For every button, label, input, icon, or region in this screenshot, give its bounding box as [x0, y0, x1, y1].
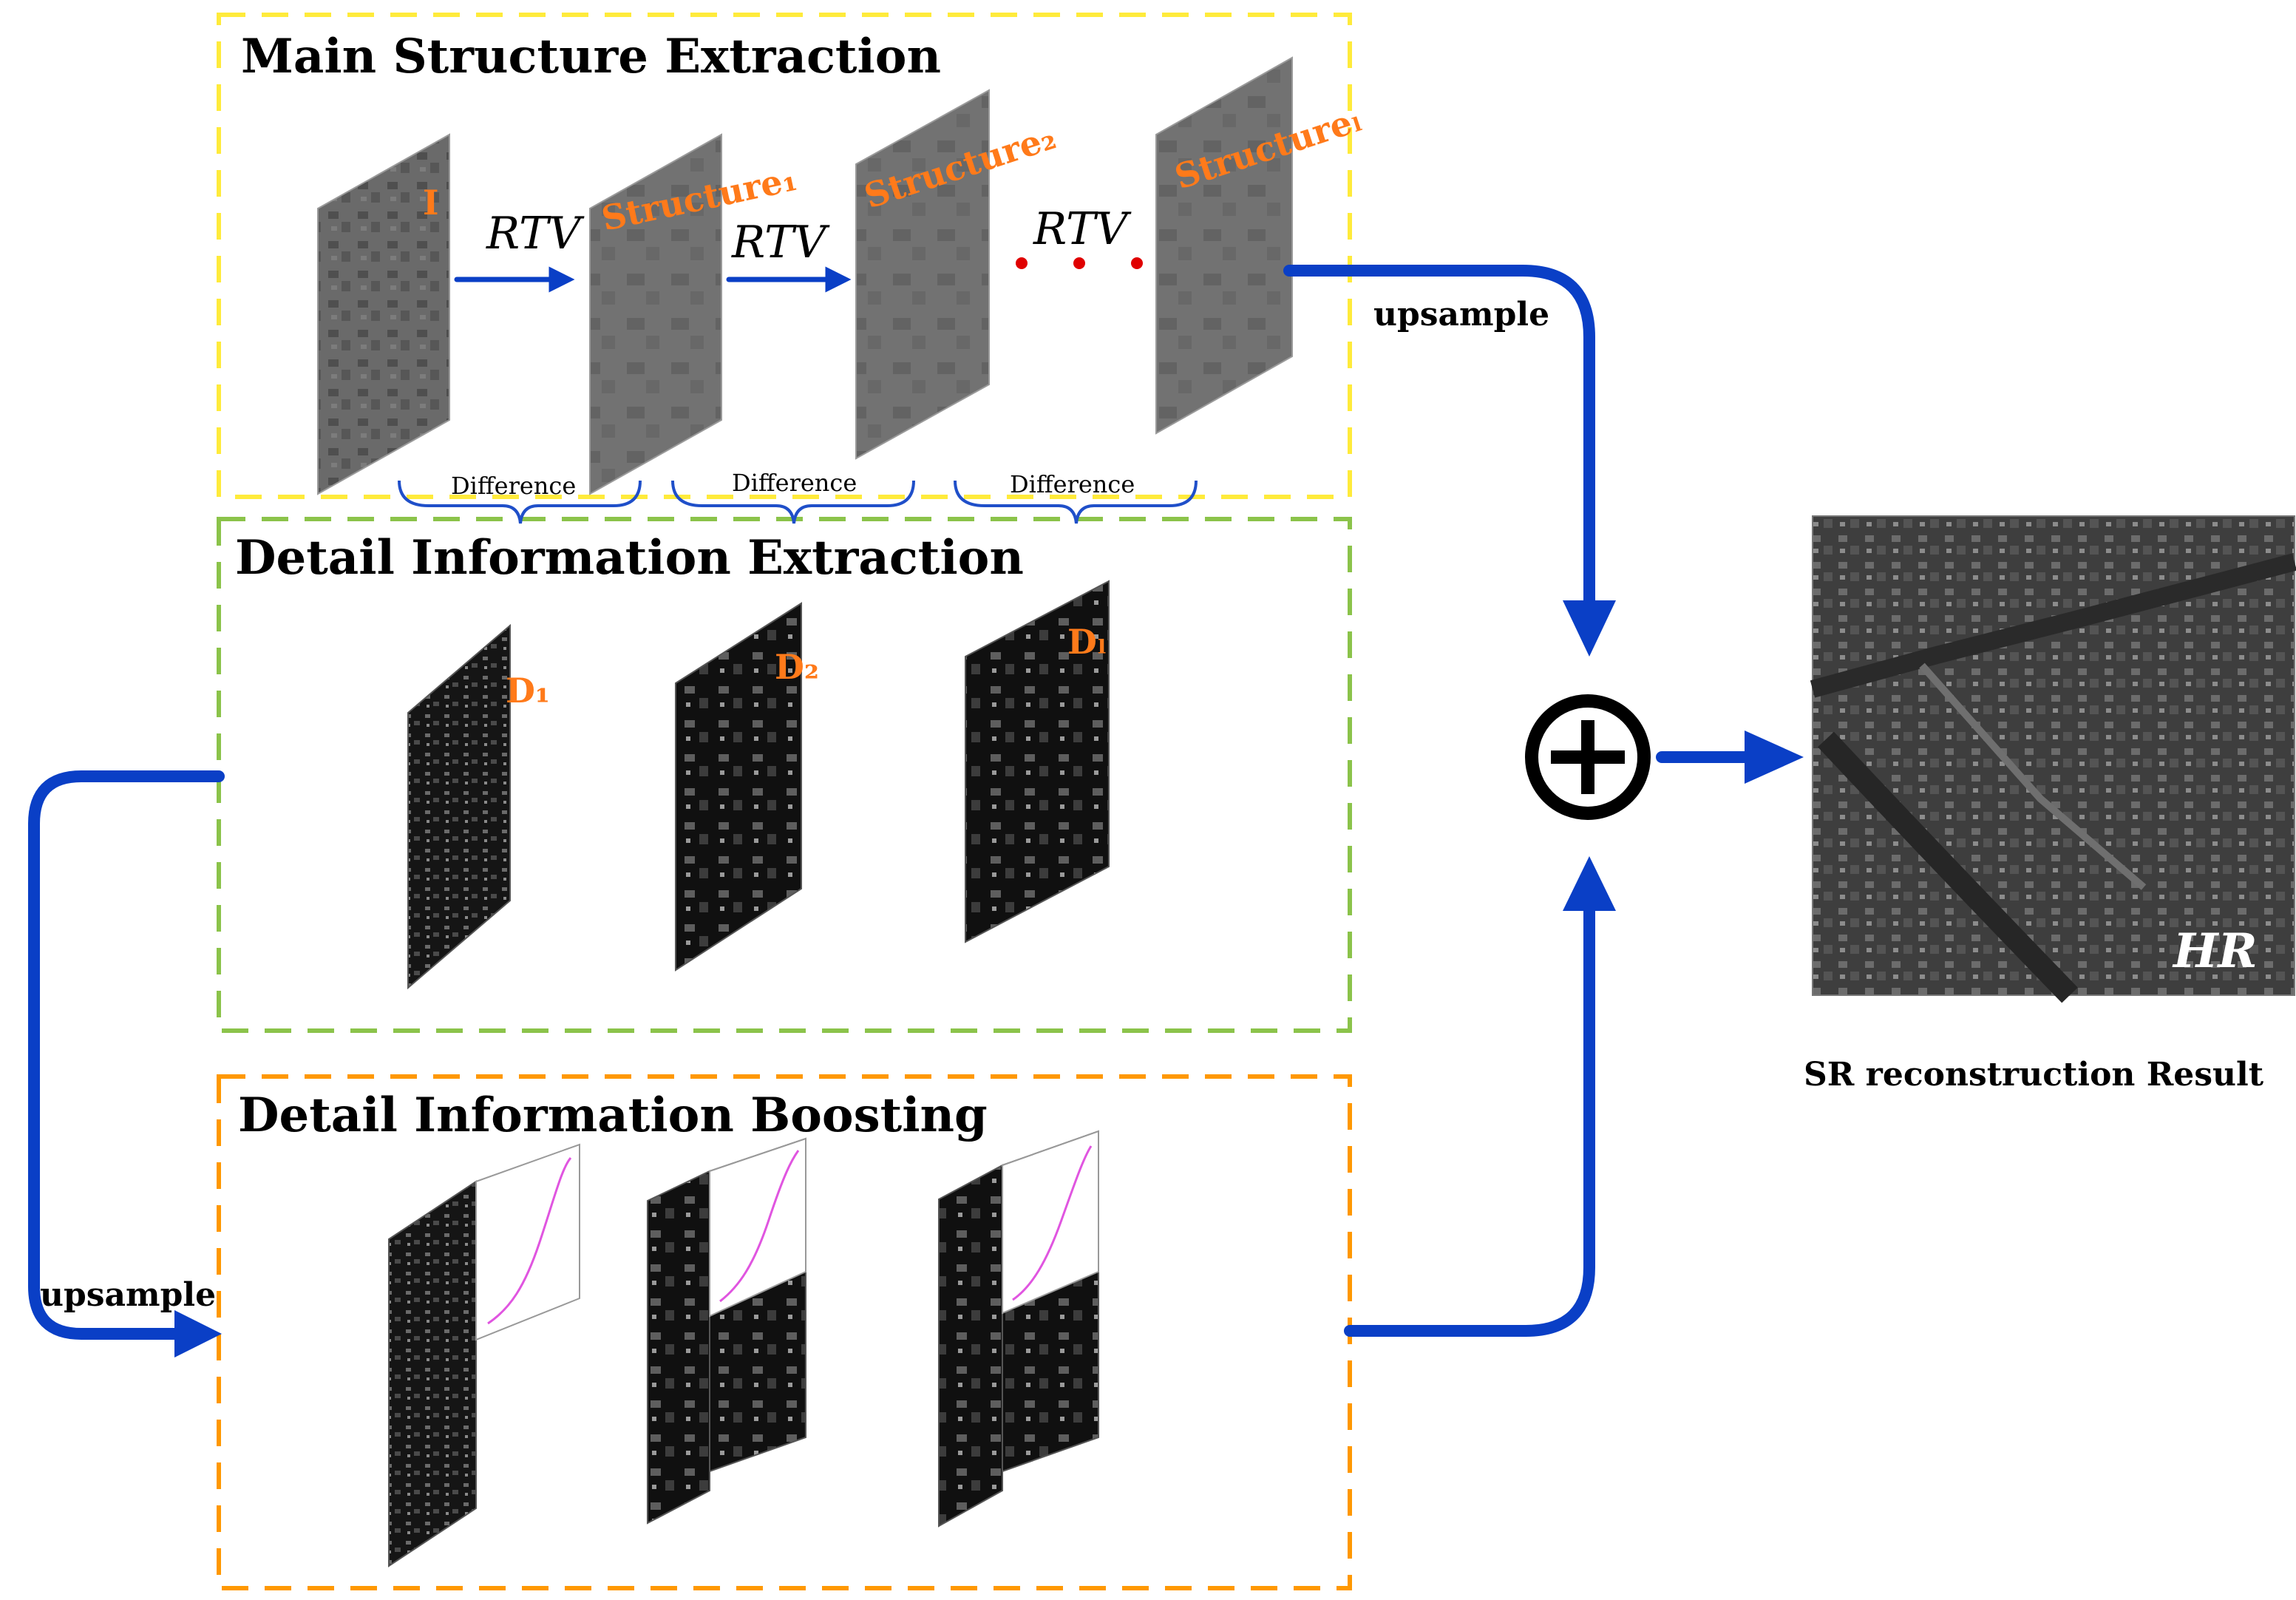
boost-curve-plot [1002, 1130, 1099, 1315]
boost-2-image [647, 1137, 806, 1525]
difference-label-2: Difference [732, 469, 857, 497]
detail-l-tag: Dₗ [1067, 622, 1107, 662]
rtv-label-l: RTV [1033, 203, 1132, 255]
ellipsis-dot [1016, 257, 1028, 269]
ellipsis-dot [1131, 257, 1143, 269]
rtv-label-1: RTV [486, 208, 585, 260]
detail-l-image: Dₗ [965, 580, 1110, 943]
boost-curve [487, 1157, 572, 1325]
rtv-step-2: RTV [726, 217, 852, 293]
detail-upsample-label: upsample [40, 1276, 216, 1314]
input-image-tag: I [423, 183, 439, 223]
rtv-step-1: RTV [454, 208, 585, 293]
boost-curve-plot [475, 1143, 580, 1341]
structure-1-image: Structure₁ [589, 133, 801, 495]
hr-result-image: HR [1810, 515, 2296, 1003]
detail-2-tag: D₂ [775, 647, 819, 687]
hr-tag: HR [2172, 923, 2258, 979]
boost-stage: Detail Information Boosting [217, 1074, 1352, 1590]
detail-stage-title: Detail Information Extraction [235, 530, 1024, 586]
difference-brace-2: Difference [671, 469, 915, 524]
structure-stage-frame [217, 13, 1352, 499]
structure-2-image: Structure₂ [855, 89, 1061, 460]
boost-curve [719, 1150, 800, 1303]
structure-upsample-arrow: upsample [1283, 265, 1616, 657]
boost-stage-title: Detail Information Boosting [238, 1088, 988, 1143]
detail-stage: Detail Information Extraction [217, 517, 1352, 1033]
detail-stage-frame [217, 517, 1352, 1033]
detail-2-image: D₂ [675, 602, 819, 972]
detail-upsample-arrow: upsample [28, 770, 225, 1357]
sum-operator [1525, 694, 1651, 820]
detail-1-tag: D₁ [506, 671, 550, 711]
boost-l-image [938, 1130, 1099, 1528]
detail-1-image: D₁ [407, 623, 550, 990]
result-caption: SR reconstruction Result [1804, 1056, 2264, 1094]
structure-stage-title: Main Structure Extraction [241, 29, 941, 84]
rtv-step-l: RTV [1016, 203, 1143, 269]
difference-brace-3: Difference [954, 470, 1198, 524]
difference-brace-1: Difference [398, 472, 642, 524]
input-image: I [317, 133, 450, 495]
boost-curve [1012, 1145, 1093, 1301]
result-arrow [1656, 730, 1804, 784]
boost-1-image [388, 1143, 580, 1567]
rtv-label-2: RTV [731, 217, 830, 268]
boost-merge-arrow [1344, 856, 1616, 1337]
difference-label-1: Difference [451, 472, 576, 500]
difference-label-3: Difference [1010, 470, 1135, 498]
structure-stage: Main Structure Extraction [217, 13, 1352, 499]
structure-l-image: Structureₗ [1155, 56, 1366, 435]
structure-upsample-label: upsample [1373, 296, 1549, 333]
ellipsis-dot [1073, 257, 1085, 269]
